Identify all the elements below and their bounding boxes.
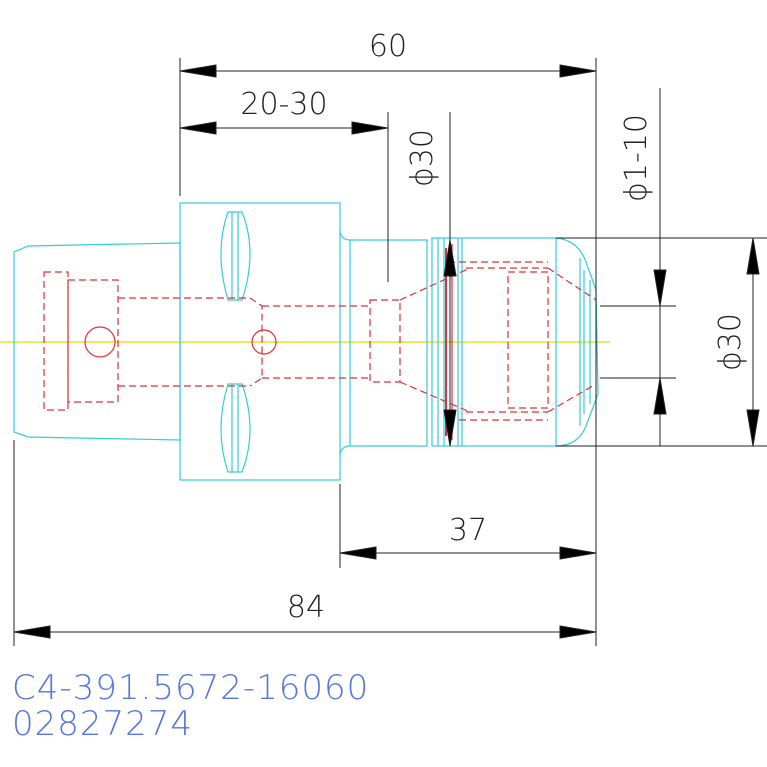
dim-37-label: 37 bbox=[449, 513, 487, 548]
flange-outline bbox=[179, 202, 341, 481]
dim-60-label: 60 bbox=[369, 29, 407, 64]
dim-84-label: 84 bbox=[287, 590, 325, 625]
tool-outline bbox=[13, 202, 599, 481]
dim-20-30-label: 20-30 bbox=[240, 87, 327, 122]
nut-outline bbox=[431, 237, 557, 447]
hidden-lines bbox=[43, 261, 597, 421]
dim-bore-label: ϕ30 bbox=[405, 129, 440, 187]
dim-clamp-label: ϕ1-10 bbox=[619, 114, 654, 202]
cross-holes bbox=[84, 244, 453, 440]
part-code: C4-391.5672-16060 bbox=[12, 668, 370, 708]
nose-outline bbox=[555, 237, 599, 447]
flange-hole bbox=[251, 329, 277, 355]
shank-hole bbox=[84, 326, 116, 358]
lower-slot bbox=[220, 383, 251, 473]
upper-slot bbox=[220, 211, 251, 301]
dimension-lines bbox=[13, 58, 767, 646]
neck-outline bbox=[339, 231, 428, 455]
dim-nose-label: ϕ30 bbox=[713, 313, 748, 371]
part-number: 02827274 bbox=[12, 704, 194, 744]
